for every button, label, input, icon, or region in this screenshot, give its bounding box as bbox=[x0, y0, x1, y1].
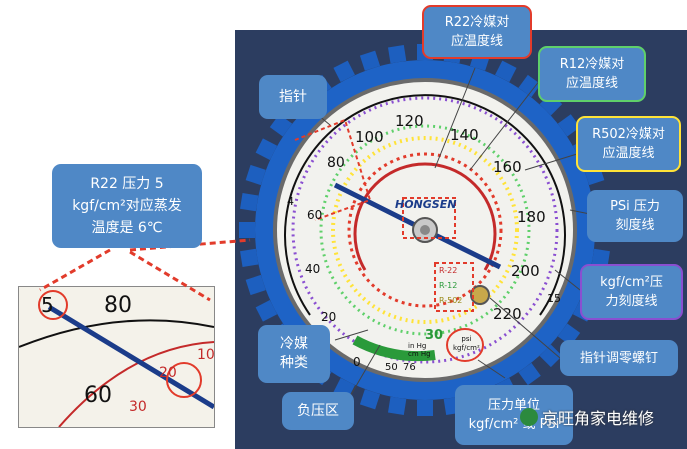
psi-tick-120: 120 bbox=[395, 112, 424, 130]
vacuum-value-30: 30 bbox=[425, 328, 444, 343]
zoom-illustration bbox=[19, 290, 214, 427]
r22-curve-text: R22冷媒对 应温度线 bbox=[444, 15, 510, 49]
watermark-logo-icon bbox=[520, 408, 538, 426]
gear-tooth bbox=[333, 60, 355, 83]
refrigerant-type-text: 冷媒 种类 bbox=[280, 336, 308, 371]
zero-screw-callout: 指针调零螺钉 bbox=[560, 340, 678, 376]
kgf-scale-callout: kgf/cm²压 力刻度线 bbox=[580, 264, 683, 320]
r502-curve-text: R502冷媒对 应温度线 bbox=[592, 127, 665, 161]
gear-tooth bbox=[245, 274, 266, 296]
gauge-brand: HONGSEN bbox=[395, 198, 457, 211]
psi-tick-20: 20 bbox=[321, 310, 337, 324]
psi-tick-140: 140 bbox=[450, 126, 479, 144]
negative-zone-text: 负压区 bbox=[297, 402, 339, 419]
gear-tooth bbox=[359, 50, 381, 71]
zoom-inset: 5 80 60 20 10 30 bbox=[18, 286, 215, 428]
gauge-unit-label: psi kgf/cm² bbox=[453, 335, 480, 352]
gear-tooth bbox=[255, 300, 278, 322]
gear-tooth bbox=[417, 400, 433, 416]
gear-tooth bbox=[388, 396, 407, 415]
psi-tick-160: 160 bbox=[493, 158, 522, 176]
kgf-scale-text: kgf/cm²压 力刻度线 bbox=[600, 275, 663, 309]
needle-callout: 指针 bbox=[259, 75, 327, 119]
psi-scale-text: PSi 压力 刻度线 bbox=[610, 199, 660, 233]
r22-curve-callout: R22冷媒对 应温度线 bbox=[422, 5, 532, 59]
refrigerant-type-callout: 冷媒 种类 bbox=[258, 325, 330, 383]
gear-tooth bbox=[388, 45, 407, 64]
gear-tooth bbox=[557, 114, 581, 137]
inset-number-20: 20 bbox=[159, 365, 177, 381]
gear-tooth bbox=[495, 60, 517, 83]
psi-tick-100: 100 bbox=[355, 128, 384, 146]
refrigerant-r22-label: R-22 bbox=[439, 266, 458, 275]
gear-tooth bbox=[539, 344, 563, 368]
zero-screw-text: 指针调零螺钉 bbox=[579, 350, 658, 366]
gear-tooth bbox=[518, 362, 541, 386]
negative-zone-callout: 负压区 bbox=[282, 392, 354, 430]
gear-tooth bbox=[245, 164, 266, 186]
psi-tick-180: 180 bbox=[517, 208, 546, 226]
psi-tick-80: 80 bbox=[327, 155, 345, 171]
psi-tick-200: 200 bbox=[511, 262, 540, 280]
inset-number-5: 5 bbox=[41, 293, 54, 317]
psi-tick-0: 0 bbox=[353, 355, 361, 369]
gear-tooth bbox=[239, 222, 255, 238]
needle-text: 指针 bbox=[279, 88, 307, 105]
inset-number-10: 10 bbox=[197, 347, 215, 363]
gear-tooth bbox=[240, 248, 259, 267]
inset-number-60: 60 bbox=[84, 383, 112, 408]
vacuum-value-76: 76 bbox=[403, 362, 416, 373]
psi-tick-40: 40 bbox=[305, 262, 321, 276]
kgf-tick-4: 4 bbox=[287, 195, 294, 208]
refrigerant-r502-label: R-502 bbox=[439, 296, 463, 305]
r502-curve-callout: R502冷媒对 应温度线 bbox=[576, 116, 681, 172]
vacuum-value-50: 50 bbox=[385, 362, 398, 373]
refrigerant-r12-label: R-12 bbox=[439, 281, 458, 290]
gear-tooth bbox=[518, 74, 541, 98]
gear-tooth bbox=[255, 138, 278, 160]
gear-tooth bbox=[269, 114, 293, 137]
watermark: 京旺角家电维修 bbox=[520, 405, 654, 429]
psi-tick-60: 60 bbox=[307, 208, 323, 222]
psi-scale-callout: PSi 压力 刻度线 bbox=[587, 190, 683, 242]
inset-number-30: 30 bbox=[129, 399, 147, 415]
r12-curve-text: R12冷媒对 应温度线 bbox=[559, 57, 625, 91]
inset-number-80: 80 bbox=[104, 293, 132, 318]
gear-tooth bbox=[240, 193, 259, 212]
r22-example-callout: R22 压力 5 kgf/cm²对应蒸发 温度是 6℃ bbox=[52, 164, 202, 248]
r22-example-text: R22 压力 5 kgf/cm²对应蒸发 温度是 6℃ bbox=[72, 176, 182, 236]
kgf-tick-15: 15 bbox=[547, 292, 561, 305]
gear-tooth bbox=[591, 248, 610, 267]
watermark-text: 京旺角家电维修 bbox=[542, 409, 655, 428]
gear-tooth bbox=[359, 389, 381, 410]
vacuum-label: in Hg cm Hg bbox=[408, 342, 431, 358]
r12-curve-callout: R12冷媒对 应温度线 bbox=[538, 46, 646, 102]
